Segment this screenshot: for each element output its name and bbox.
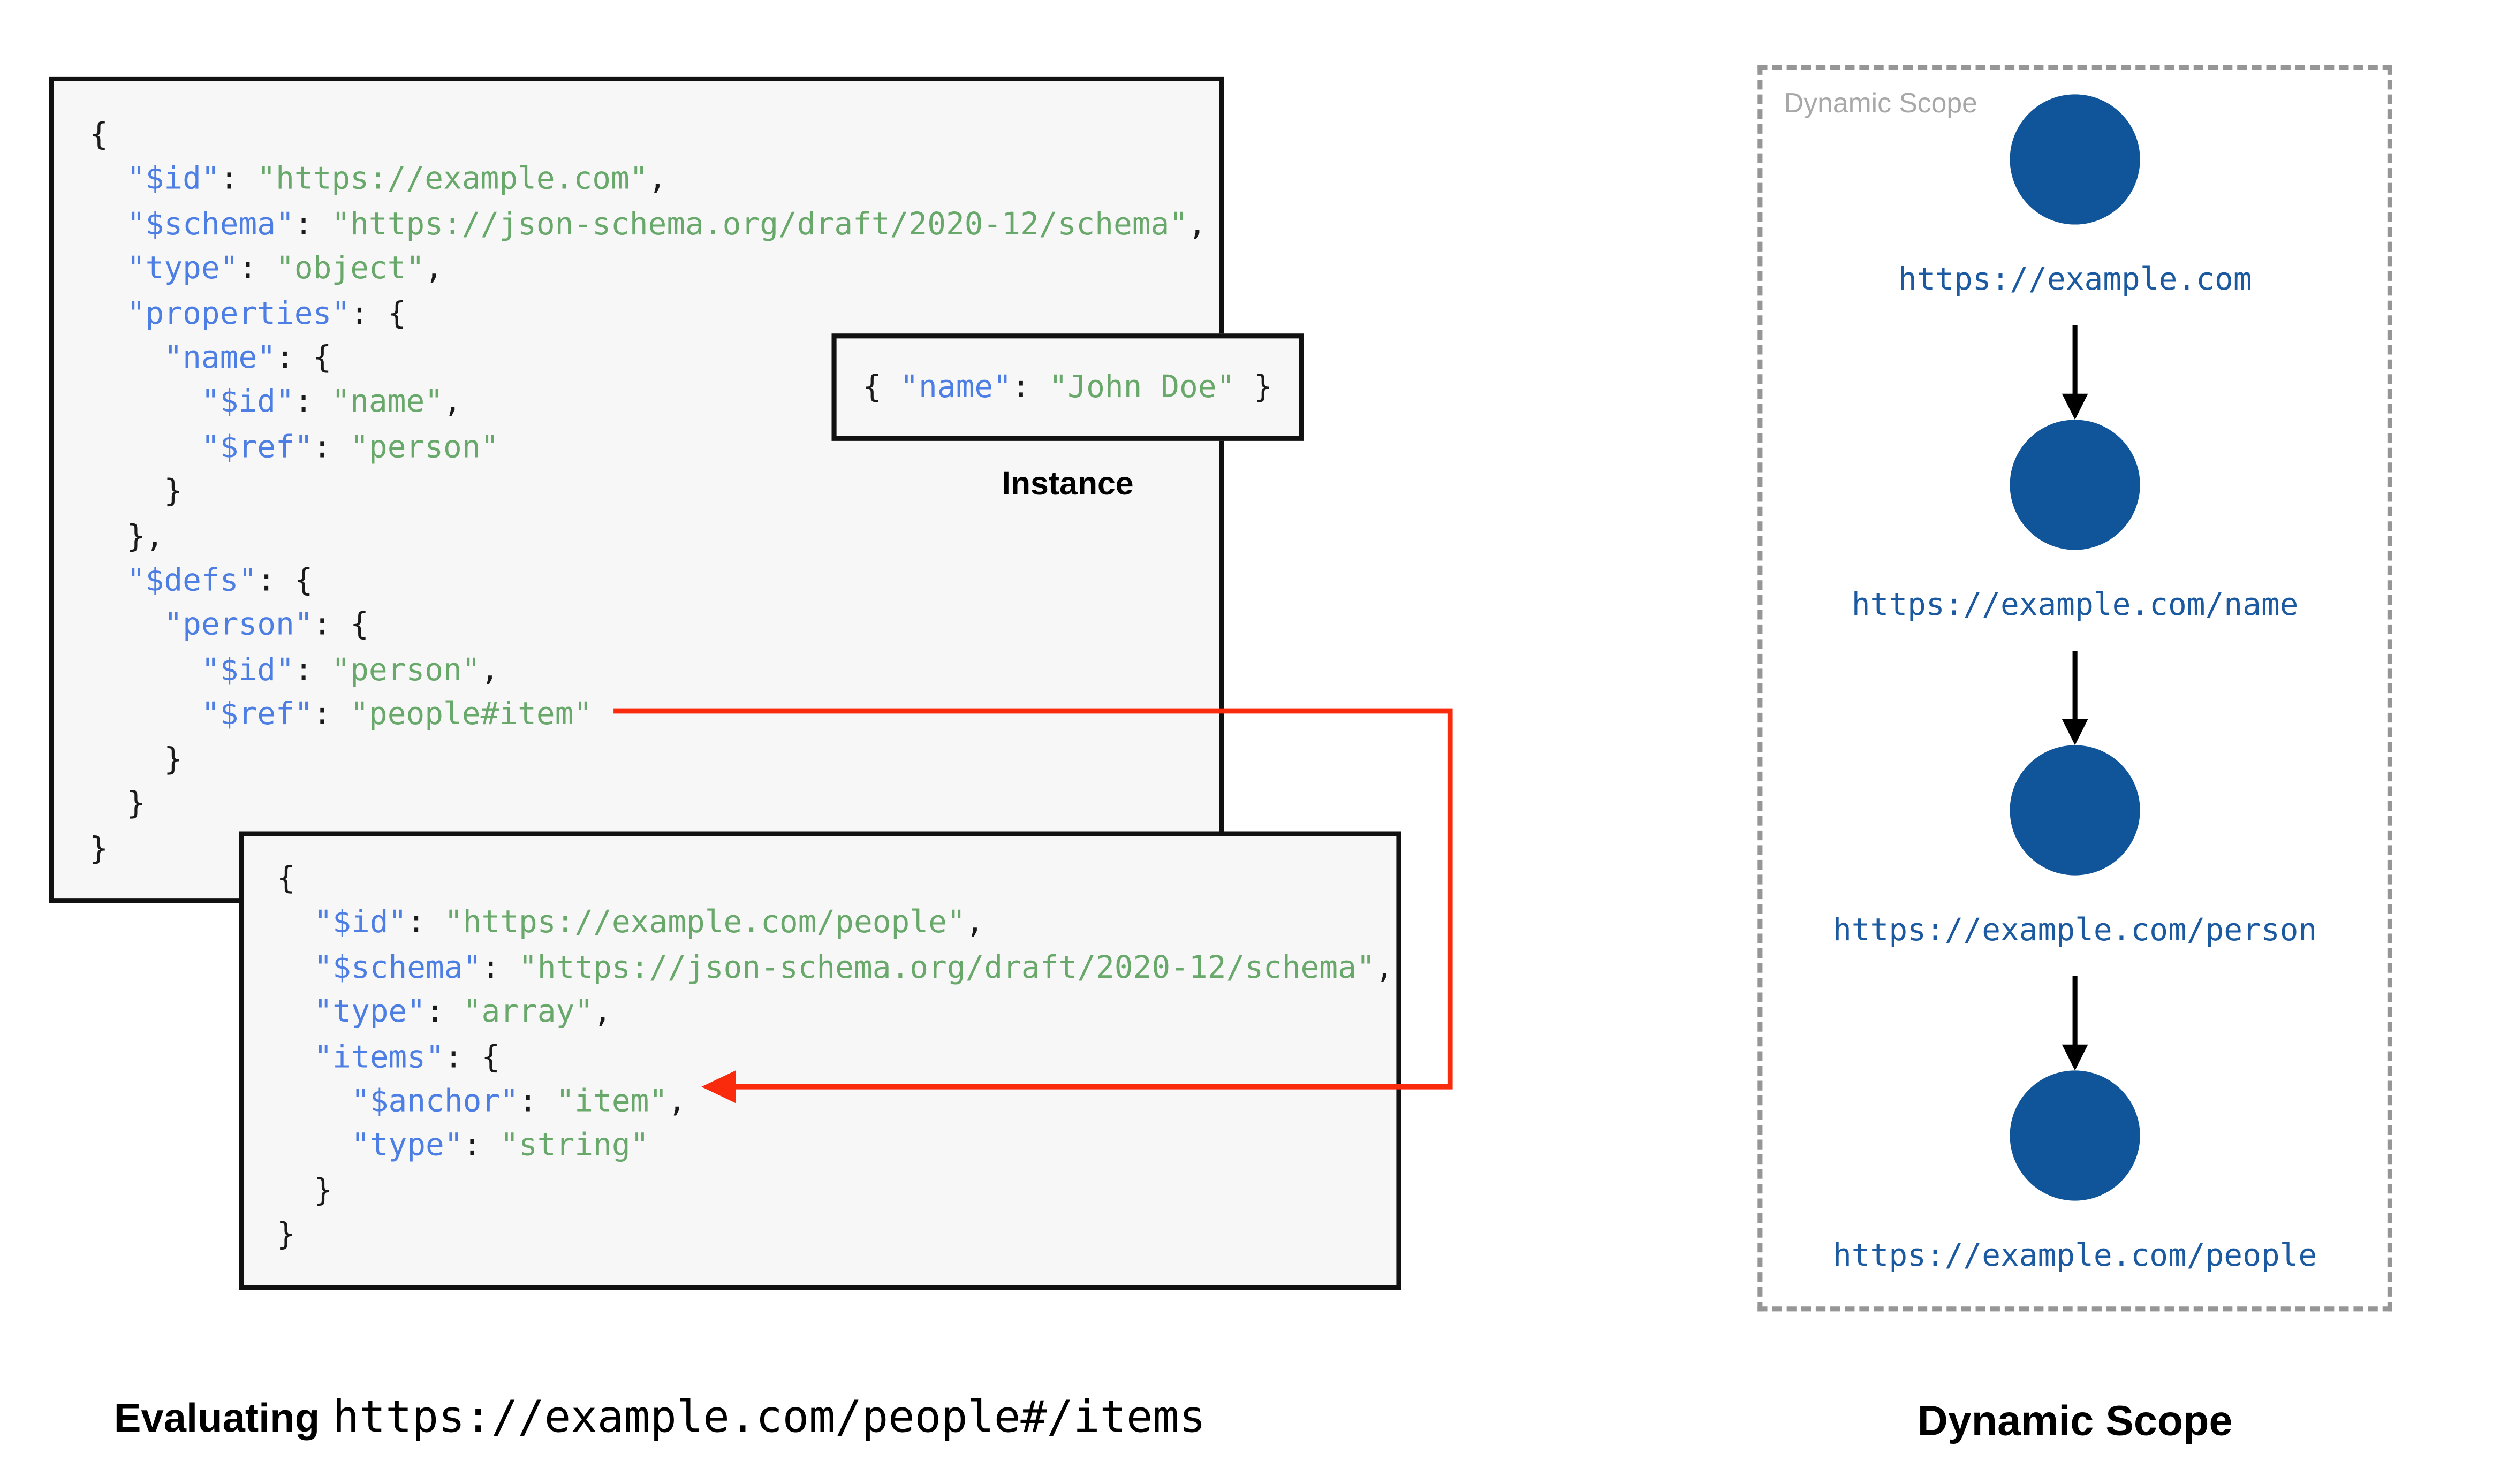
scope-node-circle — [2010, 420, 2140, 550]
down-arrow-icon — [2062, 651, 2088, 745]
scope-node-url: https://example.com — [1898, 262, 2252, 298]
evaluating-caption: Evaluating https://example.com/people#/i… — [114, 1392, 1206, 1443]
dynamic-scope-caption: Dynamic Scope — [1917, 1396, 2233, 1445]
evaluating-label: Evaluating — [113, 1396, 320, 1442]
scope-node-circle — [2010, 1070, 2140, 1201]
dynamic-scope-panel-label: Dynamic Scope — [1783, 88, 1977, 119]
scope-node-circle — [2010, 94, 2140, 225]
scope-node-url: https://example.com/name — [1851, 587, 2299, 623]
people-schema-box: { "$id": "https://example.com/people", "… — [239, 831, 1401, 1290]
evaluating-uri: https://example.com/people#/items — [332, 1392, 1206, 1443]
scope-node-circle — [2010, 745, 2140, 876]
instance-box: { "name": "John Doe" } — [831, 333, 1304, 441]
root-schema-code: { "$id": "https://example.com", "$schema… — [89, 117, 1207, 866]
scope-node-url: https://example.com/person — [1833, 912, 2317, 949]
down-arrow-icon — [2062, 976, 2088, 1071]
down-arrow-icon — [2062, 325, 2088, 420]
scope-chain: https://example.com https://example.com/n… — [1762, 70, 2387, 1306]
people-schema-code: { "$id": "https://example.com/people", "… — [276, 861, 1394, 1253]
instance-code: { "name": "John Doe" } — [862, 369, 1272, 405]
scope-node-url: https://example.com/people — [1833, 1238, 2317, 1274]
instance-label: Instance — [1001, 467, 1134, 503]
